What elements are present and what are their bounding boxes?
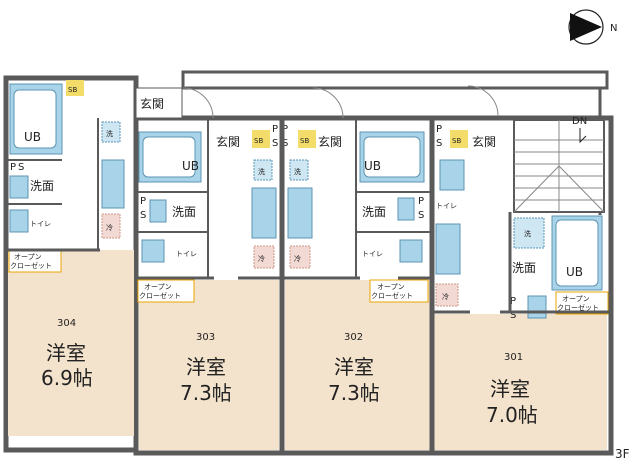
stairs-label: DN: [572, 116, 587, 127]
senmen-label: 洗面: [30, 179, 54, 193]
stairs: DN: [513, 116, 605, 213]
unit-number: 303: [196, 332, 215, 343]
toilet-label: トイレ: [176, 250, 197, 258]
ub-label: UB: [566, 265, 583, 279]
closet-label-1: オープン: [144, 283, 172, 291]
senmen-label: 洗面: [362, 205, 386, 219]
unit-304: UB SB P S 洗面 トイレ 洗 冷 オープン クローゼット 304 洋室 …: [8, 80, 134, 436]
unit-303: UB 玄関 SB P S 洗面 トイレ 洗 冷 オープン クローゼット 303 …: [137, 130, 279, 450]
rei-label: 冷: [258, 254, 265, 263]
sb-label: SB: [300, 137, 309, 145]
room-type: 洋室: [334, 355, 374, 379]
sb-label: SB: [452, 137, 461, 145]
floor-label: 3F: [615, 447, 630, 461]
ps-p: P: [10, 162, 16, 173]
closet-label-1: オープン: [14, 253, 42, 261]
genkan-label: 玄関: [140, 96, 164, 111]
room-type: 洋室: [46, 341, 86, 365]
room-size: 7.0帖: [486, 403, 538, 427]
closet-label-2: クローゼット: [139, 291, 181, 300]
toilet-label: トイレ: [30, 220, 51, 228]
closet-label-1: オープン: [377, 283, 405, 291]
room-size: 7.3帖: [180, 381, 232, 405]
unit-number: 302: [344, 332, 363, 343]
ps-shaft: P P S S: [272, 124, 288, 149]
room-type: 洋室: [490, 377, 530, 401]
ps-s: S: [510, 310, 516, 321]
compass-letter: N: [610, 23, 617, 34]
rei-label: 冷: [106, 223, 113, 232]
closet-label-2: クローゼット: [371, 291, 413, 300]
ps-s: S: [18, 162, 24, 173]
sen-label: 洗: [106, 129, 113, 138]
closet-label-2: クローゼット: [10, 261, 52, 270]
ub-label: UB: [364, 159, 381, 173]
toilet-label: トイレ: [362, 250, 383, 258]
sen-label: 洗: [258, 167, 265, 176]
unit-301: P S SB 玄関 トイレ 冷 洗 洗面 UB P S オープン クローゼット …: [434, 85, 609, 450]
ps-p: P: [282, 124, 288, 135]
room-size: 6.9帖: [41, 366, 93, 390]
genkan-304: 玄関: [135, 87, 214, 119]
senmen-label: 洗面: [512, 261, 536, 275]
room-size: 7.3帖: [328, 381, 380, 405]
unit-302: SB 玄関 洗 冷 UB 洗面 P S トイレ オープン クローゼット 302 …: [285, 130, 430, 450]
unit-number: 301: [504, 352, 523, 363]
sb-label: SB: [68, 86, 77, 94]
ps-p: P: [436, 124, 442, 135]
ps-s: S: [418, 210, 424, 221]
unit-number: 304: [57, 318, 76, 329]
genkan-label: 玄関: [472, 134, 496, 149]
ps-p: P: [510, 296, 516, 307]
closet-label-2: クローゼット: [557, 303, 599, 312]
senmen-label: 洗面: [172, 205, 196, 219]
ub-label: UB: [182, 159, 199, 173]
ps-s: S: [436, 138, 442, 149]
ps-s: S: [140, 210, 146, 221]
sen-label: 洗: [524, 229, 531, 238]
toilet-label: トイレ: [436, 202, 457, 210]
rei-label: 冷: [442, 292, 449, 301]
ps-p: P: [140, 196, 146, 207]
rei-label: 冷: [294, 254, 301, 263]
ps-s: S: [272, 138, 278, 149]
ub-label: UB: [24, 130, 41, 144]
genkan-label: 玄関: [216, 134, 240, 149]
partitions: [6, 118, 611, 453]
sen-label: 洗: [294, 167, 301, 176]
north-arrow-icon: N: [568, 9, 617, 45]
sb-label: SB: [254, 137, 263, 145]
ps-s: S: [282, 138, 288, 149]
genkan-label: 玄関: [318, 134, 342, 149]
room-type: 洋室: [186, 355, 226, 379]
ps-p: P: [418, 196, 424, 207]
ps-p: P: [272, 124, 278, 135]
closet-label-1: オープン: [562, 295, 590, 303]
